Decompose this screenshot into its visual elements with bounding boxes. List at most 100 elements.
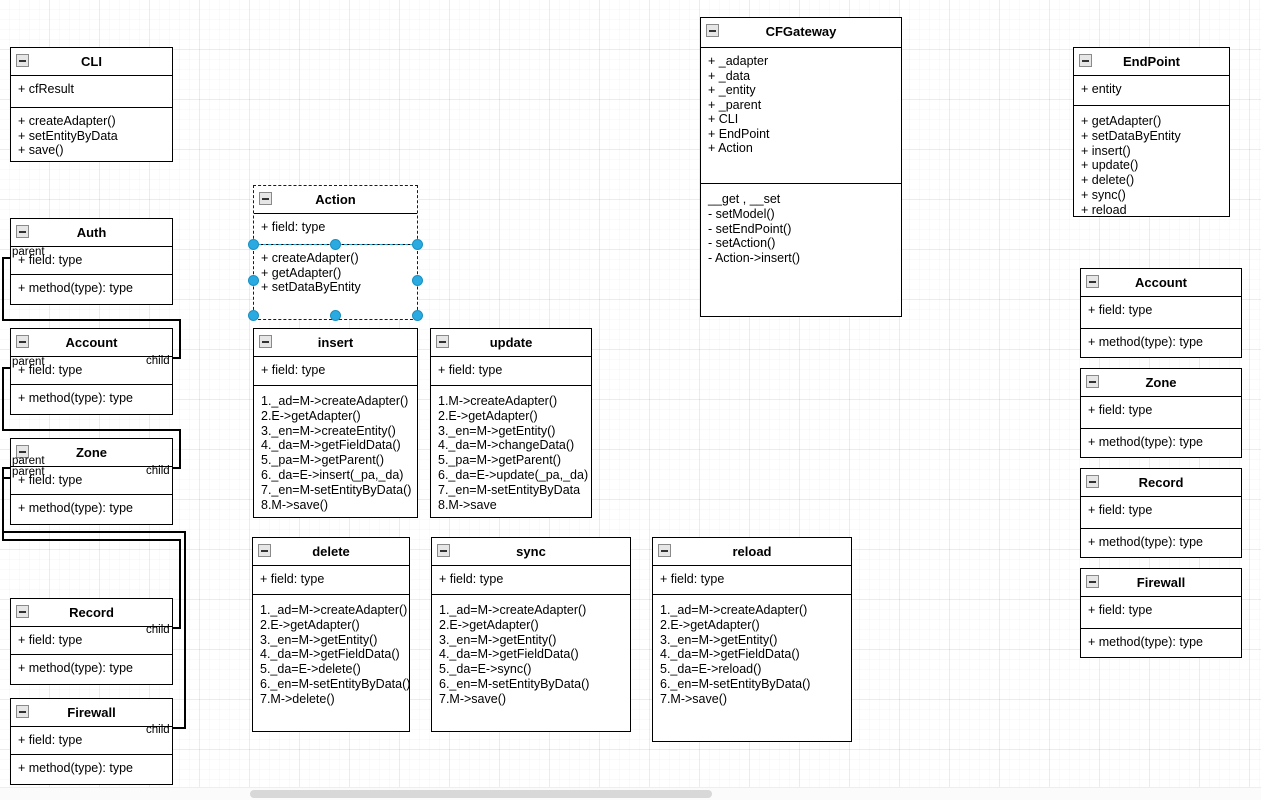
class-box-firewall-right[interactable]: Firewall+ field: type+ method(type): typ…: [1080, 568, 1242, 658]
class-title-update: update: [431, 329, 591, 357]
collapse-minus-icon[interactable]: [16, 54, 29, 67]
operations-compartment-sync: 1._ad=M->createAdapter()2.E->getAdapter(…: [432, 595, 630, 713]
operation-row: + reload: [1081, 202, 1127, 217]
resize-handle-4[interactable]: [412, 275, 423, 286]
attributes-compartment-update: + field: type: [431, 357, 591, 386]
operation-row: 2.E->getAdapter(): [260, 617, 360, 632]
operation-row: 1._ad=M->createAdapter(): [439, 603, 587, 617]
operations-compartment-zone-right: + method(type): type: [1081, 429, 1241, 456]
operation-row: + update(): [1081, 158, 1139, 173]
operation-row: + setDataByEntity: [1081, 128, 1181, 143]
class-box-zone-left[interactable]: Zone+ field: type+ method(type): type: [10, 438, 173, 525]
edge-label-firewall-child: child: [146, 724, 170, 736]
collapse-minus-icon[interactable]: [16, 705, 29, 718]
operation-row: 8.M->save: [438, 497, 497, 512]
class-box-firewall-left[interactable]: Firewall+ field: type+ method(type): typ…: [10, 698, 173, 785]
attribute-row: + field: type: [439, 572, 504, 586]
resize-handle-7[interactable]: [412, 310, 423, 321]
operation-row: + save(): [18, 143, 64, 157]
operations-compartment-endpoint: + getAdapter()+ setDataByEntity+ insert(…: [1074, 106, 1229, 224]
operations-compartment-cfgateway: __get , __set- setModel()- setEndPoint()…: [701, 184, 901, 272]
collapse-minus-icon[interactable]: [16, 605, 29, 618]
horizontal-scrollbar[interactable]: [0, 787, 1261, 800]
class-name-label: update: [489, 335, 533, 350]
resize-handle-6[interactable]: [330, 310, 341, 321]
collapse-minus-icon[interactable]: [1086, 575, 1099, 588]
resize-handle-3[interactable]: [248, 275, 259, 286]
resize-handle-2[interactable]: [412, 239, 423, 250]
class-title-reload: reload: [653, 538, 851, 566]
operations-compartment-update: 1.M->createAdapter()2.E->getAdapter()3._…: [431, 386, 591, 518]
class-title-cfgateway: CFGateway: [701, 18, 901, 48]
attributes-compartment-cli: + cfResult: [11, 76, 172, 108]
class-box-endpoint[interactable]: EndPoint+ entity+ getAdapter()+ setDataB…: [1073, 47, 1230, 217]
operation-row: + createAdapter(): [18, 114, 116, 128]
operation-row: 2.E->getAdapter(): [439, 617, 539, 632]
operation-row: 4._da=M->getFieldData(): [660, 647, 800, 662]
operation-row: 1._ad=M->createAdapter(): [261, 394, 409, 408]
class-name-label: reload: [732, 544, 772, 559]
operation-row: + insert(): [1081, 143, 1131, 158]
operation-row: 2.E->getAdapter(): [660, 617, 760, 632]
operation-row: 6._da=E->insert(_pa,_da): [261, 467, 404, 482]
class-box-account-left[interactable]: Account+ field: type+ method(type): type: [10, 328, 173, 415]
resize-handle-1[interactable]: [330, 239, 341, 250]
operation-row: 3._en=M->getEntity(): [438, 423, 556, 438]
class-name-label: Zone: [75, 445, 108, 460]
collapse-minus-icon[interactable]: [259, 192, 272, 205]
operation-row: 6._da=E->update(_pa,_da): [438, 467, 589, 482]
class-box-zone-right[interactable]: Zone + field: type + method(type): type: [1080, 368, 1242, 458]
collapse-minus-icon[interactable]: [1086, 375, 1099, 388]
operation-row: + method(type): type: [18, 501, 133, 515]
collapse-minus-icon[interactable]: [1086, 275, 1099, 288]
attribute-row: + _data: [708, 68, 751, 83]
class-box-record-left[interactable]: Record+ field: type+ method(type): type: [10, 598, 173, 685]
horizontal-scrollbar-thumb[interactable]: [250, 790, 712, 798]
operations-compartment-cli: + createAdapter()+ setEntityByData+ save…: [11, 108, 172, 164]
operations-compartment-account-left: + method(type): type: [11, 385, 172, 412]
collapse-minus-icon[interactable]: [16, 225, 29, 238]
operation-row: + method(type): type: [18, 661, 133, 675]
collapse-minus-icon[interactable]: [258, 544, 271, 557]
collapse-minus-icon[interactable]: [259, 335, 272, 348]
resize-handle-0[interactable]: [248, 239, 259, 250]
collapse-minus-icon[interactable]: [16, 335, 29, 348]
collapse-minus-icon[interactable]: [706, 24, 719, 37]
attributes-compartment-firewall-left: + field: type: [11, 727, 172, 755]
operation-row: 4._da=M->getFieldData(): [260, 647, 400, 662]
attribute-row: + field: type: [1088, 603, 1153, 617]
class-title-zone-right: Zone: [1081, 369, 1241, 397]
class-box-action[interactable]: Action+ field: type+ createAdapter()+ ge…: [253, 185, 418, 320]
collapse-minus-icon[interactable]: [658, 544, 671, 557]
class-name-label: CFGateway: [765, 24, 837, 39]
class-title-record-right: Record: [1081, 469, 1241, 497]
attribute-row: + field: type: [1088, 403, 1153, 417]
class-box-record-right[interactable]: Record+ field: type+ method(type): type: [1080, 468, 1242, 558]
operations-compartment-insert: 1._ad=M->createAdapter()2.E->getAdapter(…: [254, 386, 417, 518]
collapse-minus-icon[interactable]: [436, 335, 449, 348]
class-box-cfgateway[interactable]: CFGateway+ _adapter+ _data+ _entity+ _pa…: [700, 17, 902, 317]
operation-row: 5._da=E->reload(): [660, 662, 762, 677]
collapse-minus-icon[interactable]: [437, 544, 450, 557]
edge-label-auth-parent: parent: [12, 246, 45, 258]
operation-row: 4._da=M->getFieldData(): [439, 647, 579, 662]
attribute-row: + field: type: [1088, 503, 1153, 517]
class-title-delete: delete: [253, 538, 409, 566]
operations-compartment-record-left: + method(type): type: [11, 655, 172, 682]
operations-compartment-delete: 1._ad=M->createAdapter()2.E->getAdapter(…: [253, 595, 410, 713]
attribute-row: + _entity: [708, 83, 756, 97]
class-box-auth[interactable]: Auth+ field: type+ method(type): type: [10, 218, 173, 305]
class-box-account-right[interactable]: Account+ field: type+ method(type): type: [1080, 268, 1242, 358]
resize-handle-5[interactable]: [248, 310, 259, 321]
class-box-cli[interactable]: CLI+ cfResult+ createAdapter()+ setEntit…: [10, 47, 173, 162]
attribute-row: + cfResult: [18, 82, 74, 96]
collapse-minus-icon[interactable]: [1079, 54, 1092, 67]
collapse-minus-icon[interactable]: [1086, 475, 1099, 488]
class-name-label: insert: [317, 335, 354, 350]
